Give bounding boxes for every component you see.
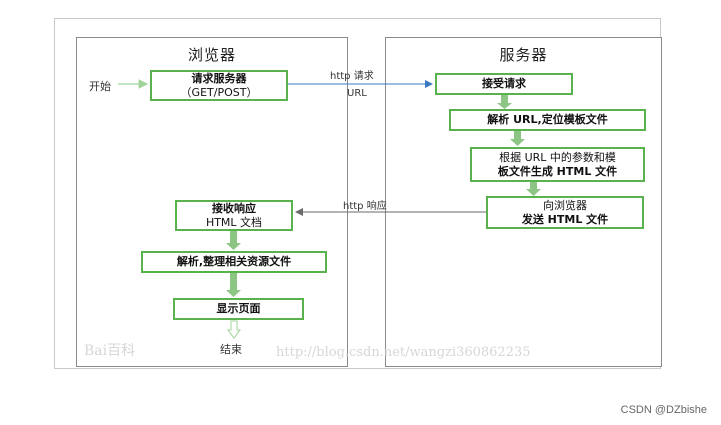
request-server-box: 请求服务器 （GET/POST） (150, 70, 288, 101)
generate-html-line1: 根据 URL 中的参数和模 (499, 150, 616, 164)
send-html-line2: 发送 HTML 文件 (521, 212, 609, 226)
parse-resources-label: 解析,整理相关资源文件 (176, 255, 292, 268)
http-response-label: http 响应 (343, 201, 387, 212)
accept-to-parse-arrow (501, 95, 508, 104)
start-label: 开始 (89, 80, 111, 93)
end-label: 结束 (220, 343, 242, 356)
receive-to-parse-arrow (230, 231, 237, 244)
receive-response-title: 接收响应 (212, 201, 256, 215)
show-page-label: 显示页面 (216, 302, 261, 315)
parse-url-box: 解析 URL,定位模板文件 (449, 109, 646, 131)
browser-panel-title: 浏览器 (187, 46, 236, 64)
request-server-method: （GET/POST） (180, 85, 258, 99)
url-label: URL (347, 88, 367, 99)
generate-html-box: 根据 URL 中的参数和模 板文件生成 HTML 文件 (470, 147, 645, 182)
csdn-credit: CSDN @DZbishe (620, 404, 707, 416)
generate-html-line2: 板文件生成 HTML 文件 (497, 164, 618, 178)
request-server-title: 请求服务器 (191, 71, 247, 85)
show-to-end-arrow (227, 320, 241, 339)
url-watermark: http://blog.csdn.net/wangzi360862235 (276, 345, 531, 360)
server-panel-title: 服务器 (499, 46, 548, 64)
receive-response-subtitle: HTML 文档 (205, 215, 263, 229)
accept-request-label: 接受请求 (482, 77, 526, 90)
http-request-label: http 请求 (330, 71, 374, 82)
show-page-box: 显示页面 (173, 298, 304, 320)
parse-to-generate-arrow (514, 131, 521, 140)
parse-url-label: 解析 URL,定位模板文件 (487, 113, 608, 126)
parse-resources-box: 解析,整理相关资源文件 (141, 251, 327, 273)
generate-to-send-arrow (530, 182, 537, 190)
send-html-line1: 向浏览器 (543, 198, 587, 212)
send-html-box: 向浏览器 发送 HTML 文件 (486, 196, 644, 229)
parse-to-show-arrow (230, 273, 237, 291)
baike-watermark: Bai百科 (84, 343, 136, 359)
receive-response-box: 接收响应 HTML 文档 (175, 200, 293, 231)
accept-request-box: 接受请求 (435, 73, 573, 95)
